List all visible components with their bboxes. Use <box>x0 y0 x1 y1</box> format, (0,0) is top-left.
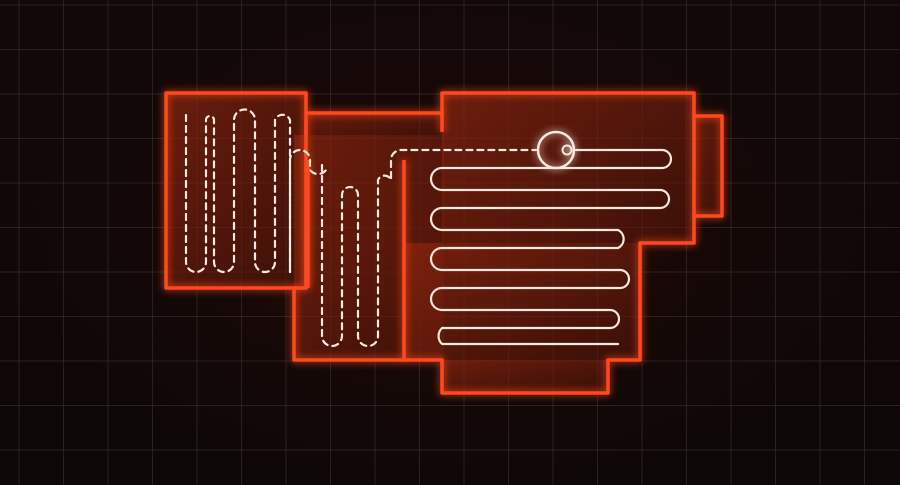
room-connector-outline <box>304 111 442 135</box>
robot-vacuum-sensor <box>561 144 573 156</box>
cleaning-path-room-middle <box>320 148 538 348</box>
robot-vacuum-body <box>536 130 576 170</box>
room-connector-fill <box>306 113 442 135</box>
robot-vacuum-icon <box>536 130 576 170</box>
room-bottom-ledge-fill <box>442 360 608 393</box>
cleaning-path-room-left <box>184 108 292 274</box>
room-side-nub-outline <box>694 114 724 218</box>
room-left-outline <box>164 91 308 290</box>
room-right-lower-fill <box>404 243 640 360</box>
room-side-nub-fill <box>694 116 722 216</box>
cleaning-paths <box>184 108 673 348</box>
room-left-fill <box>166 93 306 288</box>
room-outlines <box>164 91 724 395</box>
room-right-outline <box>404 91 696 395</box>
cleaning-path-room-right <box>429 148 673 346</box>
room-middle-outline <box>292 160 406 362</box>
